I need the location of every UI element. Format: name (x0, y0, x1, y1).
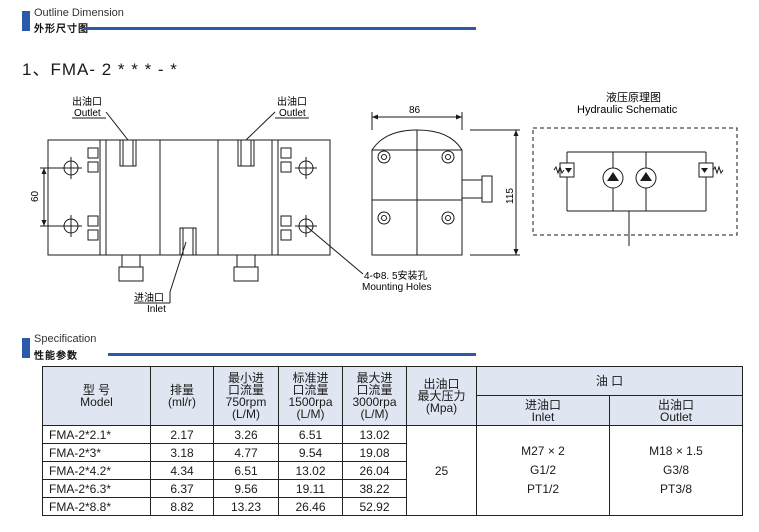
holes-zh: 4-Φ8. 5安装孔 (364, 269, 428, 282)
header-inlet: 进油口 Inlet (476, 395, 610, 426)
outline-header-en: Outline Dimension (34, 7, 124, 19)
header-port: 油 口 (476, 366, 743, 396)
outlet-right-zh: 出油口 (277, 95, 307, 108)
cell-displacement: 8.82 (150, 497, 214, 516)
cell-model: FMA-2*3* (42, 443, 151, 462)
table-row: FMA-2*8.8* 8.82 13.23 26.46 52.92 (42, 497, 743, 516)
header-std-flow: 标准进 口流量 1500rpa (L/M) (278, 366, 343, 426)
cell-max-flow: 13.02 (342, 425, 407, 444)
cell-max-flow: 19.08 (342, 443, 407, 462)
cell-model: FMA-2*4.2* (42, 461, 151, 480)
table-row: FMA-2*3* 3.18 4.77 9.54 19.08 (42, 443, 743, 462)
spec-header-zh: 性能参数 (34, 351, 78, 362)
header-outlet: 出油口 Outlet (609, 395, 743, 426)
cell-std-flow: 13.02 (278, 461, 343, 480)
dim-60: 60 (30, 190, 41, 202)
table-row: FMA-2*6.3* 6.37 9.56 19.11 38.22 (42, 479, 743, 498)
cell-model: FMA-2*2.1* (42, 425, 151, 444)
cell-min-flow: 3.26 (213, 425, 279, 444)
cell-displacement: 6.37 (150, 479, 214, 498)
cell-displacement: 2.17 (150, 425, 214, 444)
header-max-pressure: 出油口 最大压力 (Mpa) (406, 366, 477, 426)
outlet-left-zh: 出油口 (72, 95, 102, 108)
cell-std-flow: 6.51 (278, 425, 343, 444)
model-title: 1、FMA- 2 * * * - * (22, 60, 178, 79)
header-displacement: 排量 (ml/r) (150, 366, 214, 426)
cell-min-flow: 4.77 (213, 443, 279, 462)
cell-outlet-ports: M18 × 1.5 G3/8 PT3/8 (609, 425, 743, 516)
cell-std-flow: 19.11 (278, 479, 343, 498)
dim-115: 115 (505, 188, 516, 204)
schematic-zh: 液压原理图 (606, 90, 661, 104)
schematic-frame (532, 127, 738, 236)
header-model: 型 号 Model (42, 366, 151, 426)
table-row: FMA-2*2.1* 2.17 3.26 6.51 13.02 25 M27 ×… (42, 425, 743, 516)
spec-table: 型 号 Model 排量 (ml/r) 最小进 口流量 750rpm (L/M)… (42, 366, 743, 516)
schematic-en: Hydraulic Schematic (577, 104, 678, 116)
outlet-right-en: Outlet (279, 108, 306, 119)
cell-max-flow: 26.04 (342, 461, 407, 480)
cell-max-flow: 52.92 (342, 497, 407, 516)
inlet-en: Inlet (147, 304, 166, 315)
outline-header-bar (22, 11, 30, 31)
cell-displacement: 3.18 (150, 443, 214, 462)
front-view-body (47, 139, 331, 256)
cell-max-flow: 38.22 (342, 479, 407, 498)
cell-model: FMA-2*8.8* (42, 497, 151, 516)
spec-header-en: Specification (34, 333, 97, 345)
spec-header-bar (22, 338, 30, 358)
dim-86: 86 (409, 105, 421, 116)
outline-header-zh: 外形尺寸图 (34, 24, 89, 35)
cell-std-flow: 26.46 (278, 497, 343, 516)
holes-en: Mounting Holes (362, 282, 431, 293)
header-max-flow: 最大进 口流量 3000rpa (L/M) (342, 366, 407, 426)
cell-inlet-ports: M27 × 2 G1/2 PT1/2 (476, 425, 610, 516)
cell-max-pressure: 25 (406, 425, 477, 516)
cell-std-flow: 9.54 (278, 443, 343, 462)
outline-drawing: 出油口 Outlet 出油口 Outlet 进油口 Inlet 60 86 11… (30, 90, 738, 315)
inlet-zh: 进油口 (134, 291, 164, 304)
outline-header-rule (84, 27, 476, 30)
cell-displacement: 4.34 (150, 461, 214, 480)
outlet-left-en: Outlet (74, 108, 101, 119)
cell-model: FMA-2*6.3* (42, 479, 151, 498)
header-min-flow: 最小进 口流量 750rpm (L/M) (213, 366, 279, 426)
cell-min-flow: 13.23 (213, 497, 279, 516)
cell-min-flow: 6.51 (213, 461, 279, 480)
cell-min-flow: 9.56 (213, 479, 279, 498)
spec-header-rule (108, 353, 476, 356)
